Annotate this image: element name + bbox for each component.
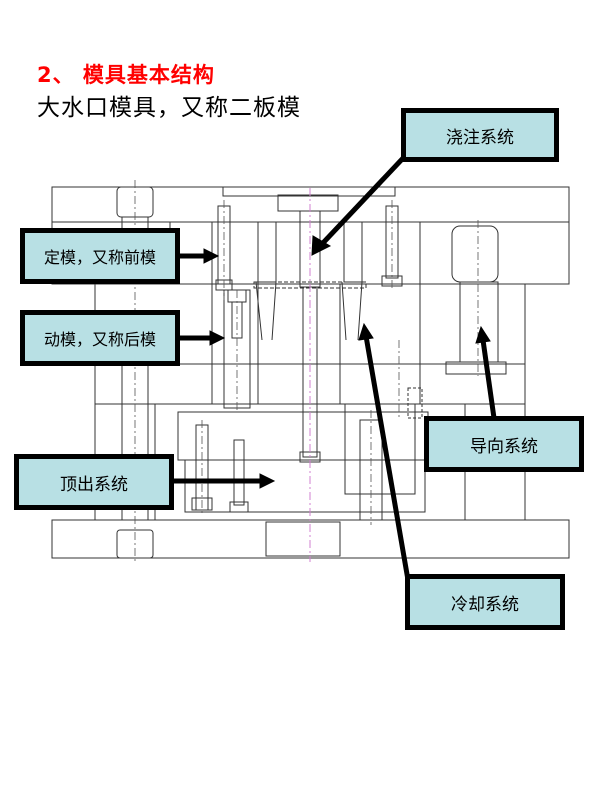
label-ejector-system: 顶出系统 xyxy=(14,454,174,510)
slide-heading: 2、 模具基本结构 xyxy=(37,63,215,87)
guide-pin-head xyxy=(451,225,499,283)
arrow-guide xyxy=(480,339,497,419)
label-moving-half-text: 动模，又称后模 xyxy=(43,330,156,349)
label-cooling-system: 冷却系统 xyxy=(405,574,565,630)
guide-pin xyxy=(459,281,499,363)
label-sprue-system-text: 浇注系统 xyxy=(446,127,514,148)
callout-arrows xyxy=(170,153,497,581)
label-sprue-system: 浇注系统 xyxy=(401,108,559,162)
arrowhead-sprue xyxy=(311,235,332,256)
cooling-fitting xyxy=(407,387,423,419)
arrow-sprue xyxy=(320,153,408,246)
label-fixed-half-text: 定模，又称前模 xyxy=(43,248,156,267)
guide-bush xyxy=(445,361,507,375)
label-guide-system-text: 导向系统 xyxy=(470,436,538,457)
label-guide-system: 导向系统 xyxy=(424,416,584,472)
label-ejector-system-text: 顶出系统 xyxy=(60,474,128,495)
ejector-hole xyxy=(265,521,341,557)
sprue-bushing-head xyxy=(277,194,339,212)
arrow-cooling xyxy=(363,335,411,581)
slide-subheading: 大水口模具，又称二板模 xyxy=(37,95,301,121)
socket-cap-left-bottom xyxy=(116,529,154,559)
centerlines xyxy=(134,180,479,562)
label-moving-half: 动模，又称后模 xyxy=(20,310,180,366)
ejector-plate xyxy=(184,459,426,513)
label-cooling-system-text: 冷却系统 xyxy=(451,594,519,615)
label-fixed-half: 定模，又称前模 xyxy=(20,228,180,284)
